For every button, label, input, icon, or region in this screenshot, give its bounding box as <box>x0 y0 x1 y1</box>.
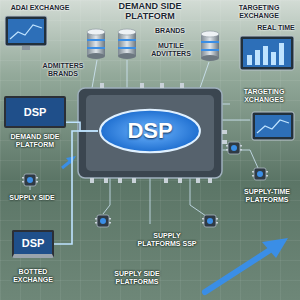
illustration-part <box>90 178 94 183</box>
illustration-part <box>271 52 276 65</box>
diagram-label: BRANDS <box>150 27 190 35</box>
illustration-part <box>178 178 182 183</box>
illustration-part <box>201 31 219 61</box>
illustration-part <box>87 29 105 59</box>
illustration-part <box>257 120 289 133</box>
diagram-label: SUPPLY PLATFORMS SSP <box>135 232 199 247</box>
diagram-label: SUPPLY SIDE <box>6 194 58 202</box>
node-text: DSP <box>127 119 172 143</box>
illustration-part <box>190 178 206 216</box>
diagram-label: ADAI EXCHANGE <box>4 4 76 12</box>
illustration-part <box>202 215 218 227</box>
diagram-label: MUTILE ADVITTERS <box>145 42 197 57</box>
illustration-part <box>252 168 268 180</box>
illustration-part <box>30 60 258 224</box>
illustration-part <box>103 178 110 214</box>
diagram-label: REAL TIME <box>254 24 298 32</box>
illustration-part <box>222 130 227 134</box>
diagram-label: SUPPLY SIDE PLATFORMS <box>98 270 176 285</box>
node-caption: DEMAND SIDE PLATFORM <box>4 133 66 148</box>
illustration-part <box>263 46 268 65</box>
diagram-label: BOTTED EXCHANGE <box>4 268 62 283</box>
illustration-part <box>78 88 222 178</box>
illustration-part <box>104 178 108 183</box>
illustration-part <box>160 83 164 88</box>
illustration-part <box>22 46 30 50</box>
illustration-part <box>5 16 47 46</box>
illustration-part <box>118 178 122 183</box>
screen-text: DSP <box>18 237 48 249</box>
illustration-part <box>226 142 242 154</box>
illustration-part <box>30 186 31 190</box>
illustration-part <box>222 140 227 144</box>
connector-line <box>66 122 98 131</box>
monitor-screen: DSP <box>4 96 66 128</box>
platform-oval: DSP <box>98 108 202 154</box>
diagram-label: TARGETING XCHANGES <box>232 88 296 103</box>
diagram-title: DEMAND SIDE PLATFORM <box>108 2 192 22</box>
illustration-part <box>262 238 288 258</box>
diagram-label: TARGETING EXCHANGE <box>220 4 298 19</box>
illustration-part <box>205 250 270 292</box>
illustration-part <box>164 178 168 183</box>
illustration-part <box>22 174 38 186</box>
illustration-part <box>222 120 250 121</box>
illustration-part <box>255 50 260 65</box>
illustration-part <box>95 215 111 227</box>
illustration-part <box>100 83 104 88</box>
laptop-node: DSP <box>12 230 54 258</box>
illustration-part <box>208 178 212 183</box>
illustration-part <box>196 178 200 183</box>
illustration-part <box>247 43 284 65</box>
illustration-part <box>255 115 291 137</box>
illustration-part <box>180 83 184 88</box>
diagram-label: SUPPLY-TIME PLATFORMS <box>238 188 296 203</box>
illustration-part <box>86 95 214 171</box>
illustration-part <box>92 60 97 88</box>
illustration-part <box>279 43 284 65</box>
oval-fill <box>100 110 200 152</box>
illustration-part <box>140 83 144 88</box>
diagram-label: ADMITTERS BRANDS <box>38 62 88 77</box>
screen-text: DSP <box>10 106 60 118</box>
illustration-part <box>118 29 136 59</box>
illustration-part <box>132 178 136 183</box>
illustration-part <box>252 112 294 140</box>
illustration-part <box>200 62 209 88</box>
illustration-part <box>150 178 151 224</box>
illustration-part <box>240 36 294 70</box>
connector-line <box>54 131 98 244</box>
illustration-part <box>222 104 230 105</box>
illustration-part <box>8 19 44 43</box>
monitor-node: DSP DEMAND SIDE PLATFORM <box>4 96 66 148</box>
laptop-screen: DSP <box>12 230 54 258</box>
illustration-part <box>90 83 227 183</box>
illustration-part <box>243 39 291 67</box>
illustration-part <box>127 60 128 88</box>
illustration-part <box>247 55 252 65</box>
illustration-part <box>10 25 42 39</box>
illustration-part <box>66 156 76 164</box>
